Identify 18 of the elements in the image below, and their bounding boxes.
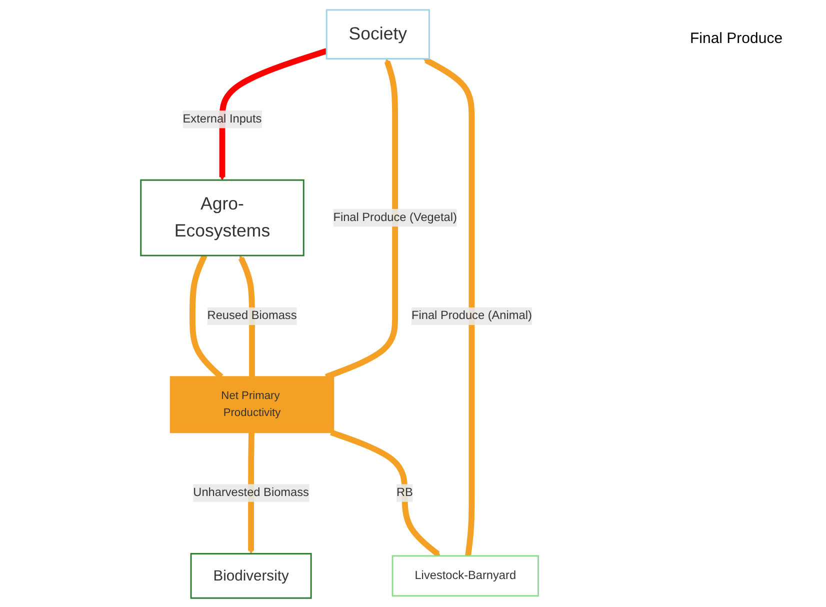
edge-label: Unharvested Biomass: [194, 486, 310, 498]
edge-label: External Inputs: [183, 112, 262, 125]
edge-label: Reused Biomass: [208, 309, 298, 322]
node-box: Net Primary Productivity: [170, 376, 335, 433]
arrow: [248, 432, 255, 554]
node-box: Society: [326, 8, 430, 59]
arrow: [219, 48, 328, 180]
node-box: Livestock-Barnyard: [392, 554, 540, 596]
arrow: [424, 57, 476, 556]
arrow: [238, 254, 256, 376]
edge-label: RB: [396, 486, 414, 498]
flow-label: Final Produce: [690, 30, 784, 47]
arrow: [330, 429, 441, 556]
arrow: [325, 58, 398, 380]
node-box: Biodiversity: [190, 552, 312, 598]
edge-label: Final Produce (Animal): [412, 309, 532, 322]
node-box: Agro-Ecosystems: [140, 178, 305, 256]
edge-label: Final Produce (Vegetal): [334, 210, 458, 224]
